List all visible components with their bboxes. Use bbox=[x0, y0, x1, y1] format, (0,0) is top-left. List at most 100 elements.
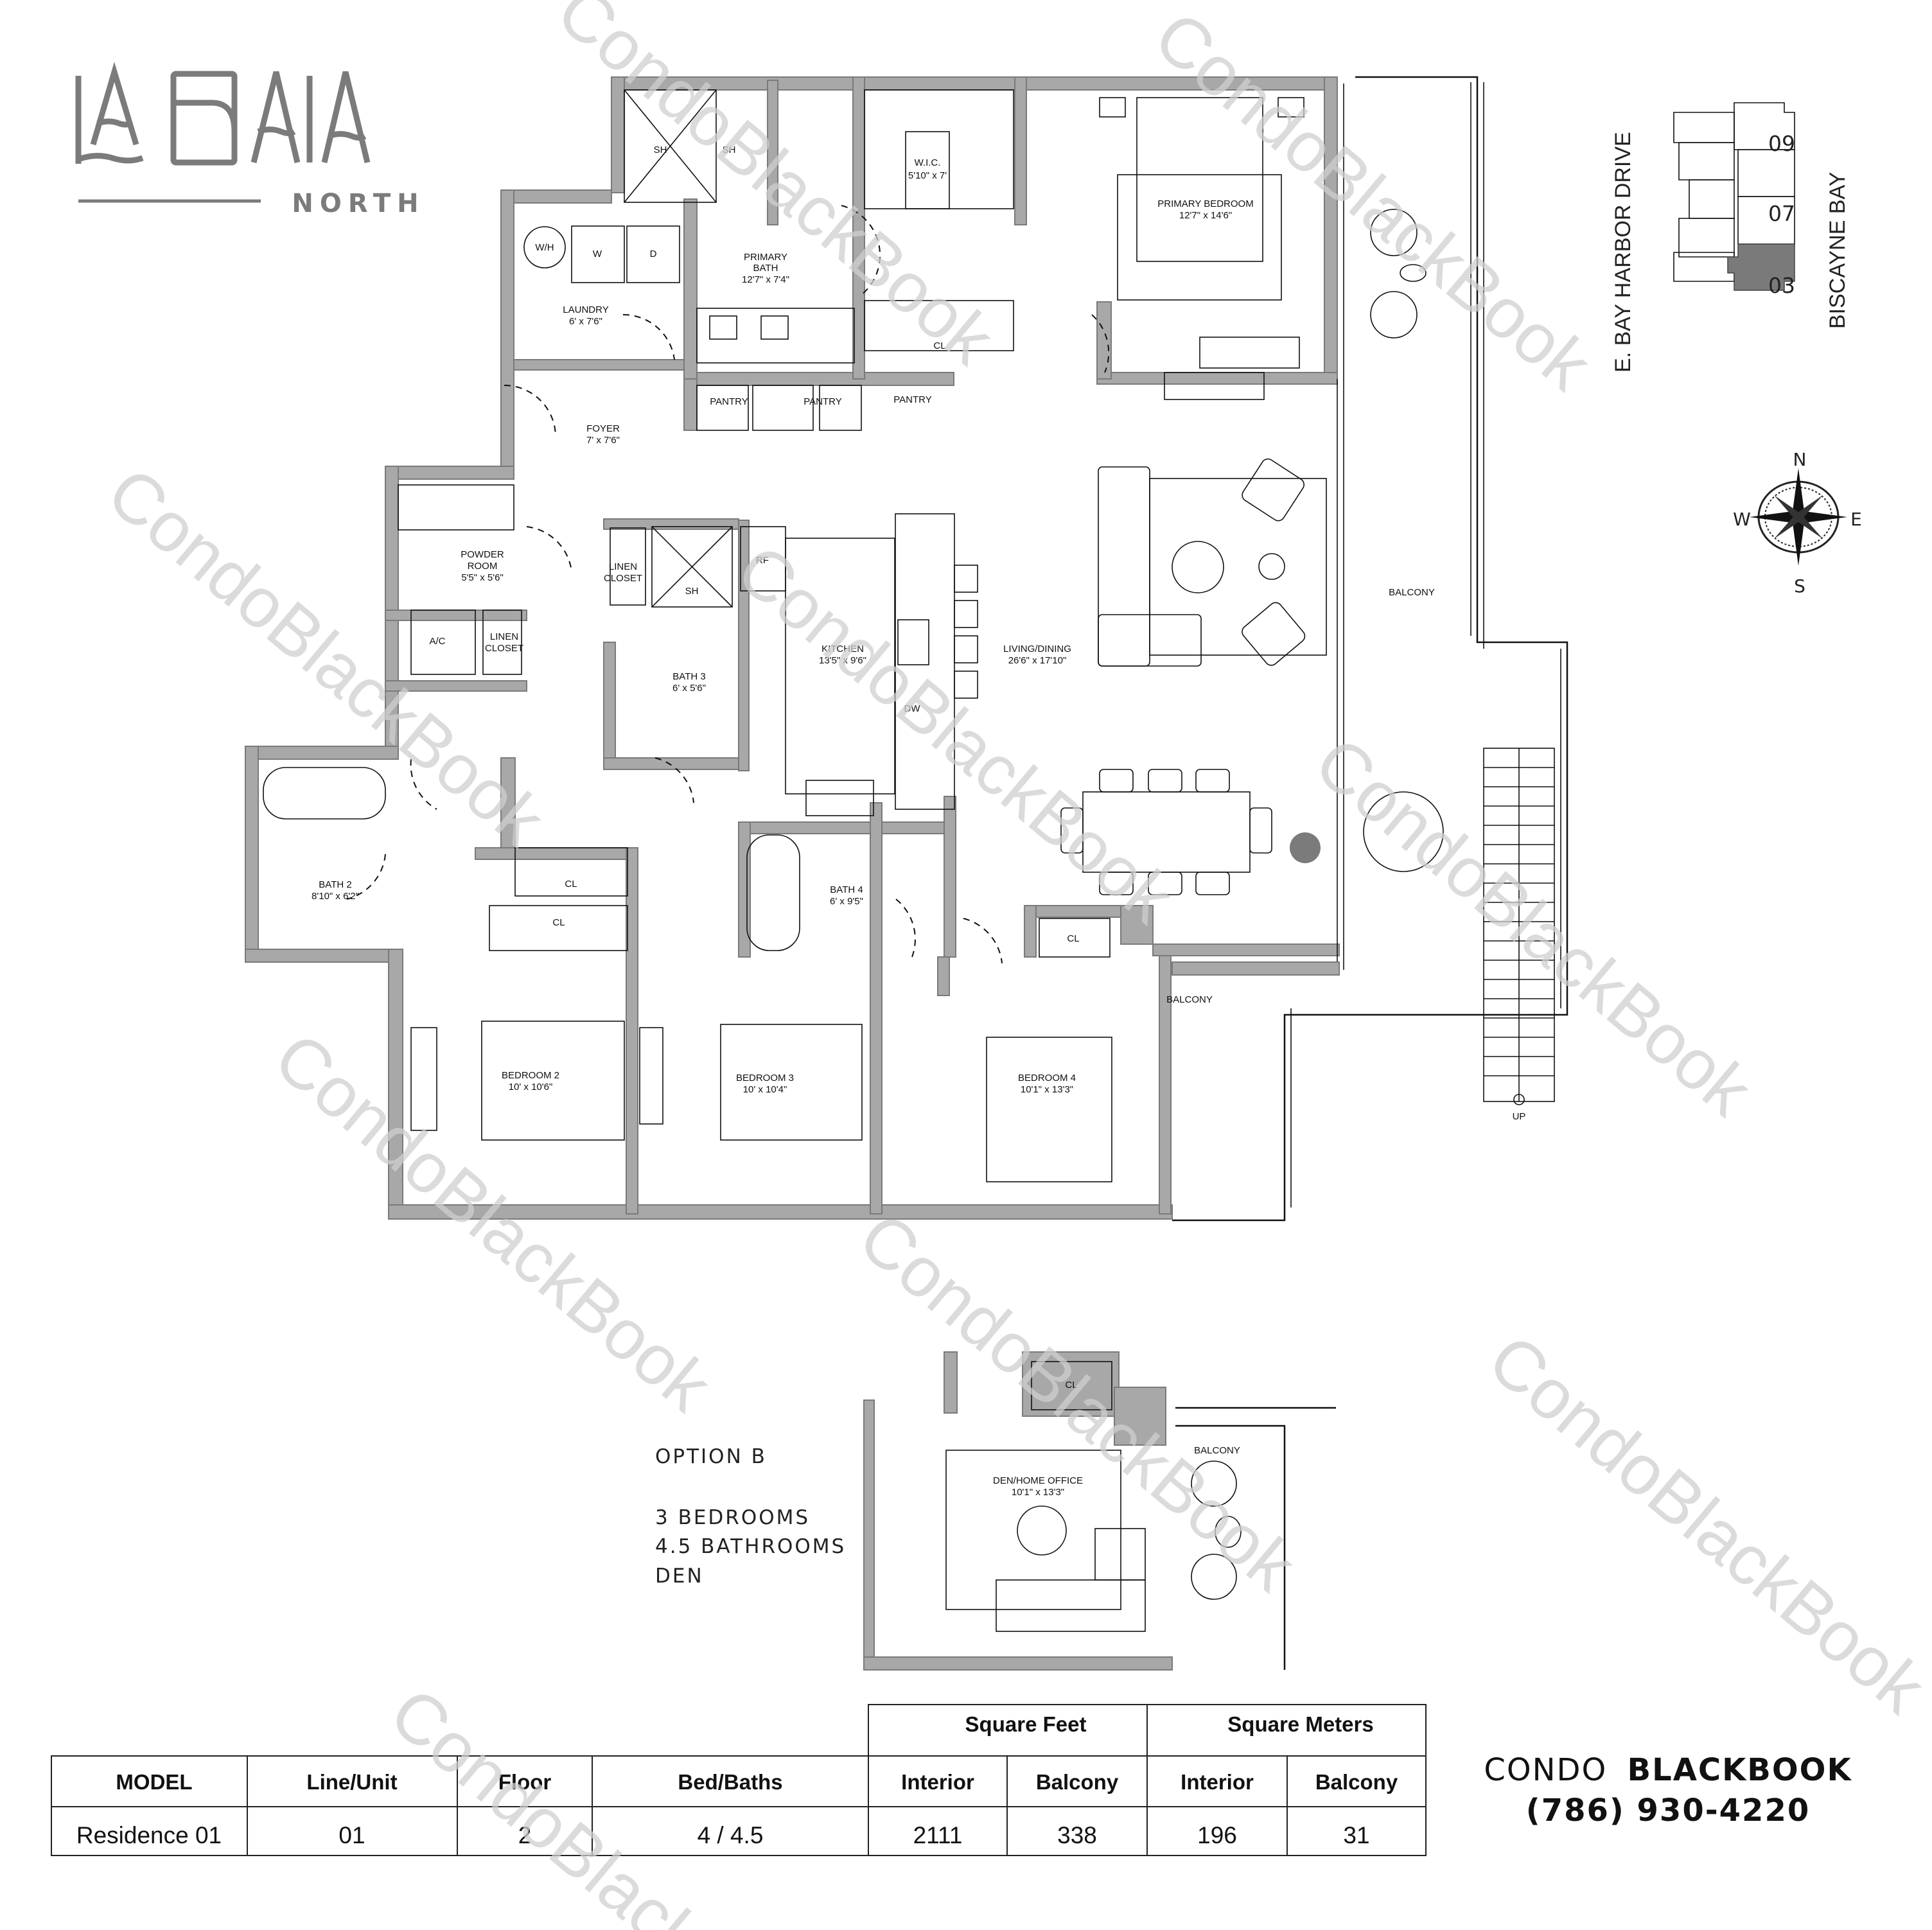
cell-sqft-interior: 2111 bbox=[913, 1822, 963, 1848]
site-key: E. BAY HARBOR DRIVE BISCAYNE BAY 09 07 0… bbox=[1611, 102, 1850, 373]
label-ac: A/C bbox=[429, 636, 445, 647]
unit-01: 01 bbox=[1766, 342, 1793, 367]
label-bedroom-3: BEDROOM 3 bbox=[736, 1073, 794, 1083]
label-linen-closet-2b: CLOSET bbox=[604, 573, 642, 584]
label-primary-bedroom-size: 12'7" x 14'6" bbox=[1179, 210, 1232, 221]
label-powder-room-2: ROOM bbox=[468, 561, 498, 572]
agency-name: CONDO bbox=[1484, 1752, 1607, 1788]
label-living-dining-size: 26'6" x 17'10" bbox=[1008, 655, 1067, 666]
label-primary-bath-size: 12'7" x 7'4" bbox=[742, 274, 789, 285]
option-b-plan: DEN/HOME OFFICE 10'1" x 13'3" CL BALCONY bbox=[863, 1351, 1336, 1671]
group-header-square-feet: Square Feet bbox=[965, 1712, 1087, 1736]
label-option-b-balcony: BALCONY bbox=[1194, 1445, 1240, 1456]
label-bath-2-size: 8'10" x 6'2" bbox=[312, 891, 359, 902]
label-shower-b: SH bbox=[723, 145, 736, 155]
header-sqm-interior: Interior bbox=[1181, 1770, 1254, 1794]
cell-sqm-interior: 196 bbox=[1197, 1822, 1237, 1848]
option-b-notes: OPTION B 3 BEDROOMS 4.5 BATHROOMS DEN bbox=[655, 1445, 846, 1588]
label-linen-closet-1b: CLOSET bbox=[485, 643, 523, 654]
unit-09: 09 bbox=[1768, 131, 1795, 156]
option-b-line3: DEN bbox=[655, 1565, 704, 1588]
header-sqft-interior: Interior bbox=[901, 1770, 974, 1794]
compass-e: E bbox=[1850, 509, 1862, 530]
agency-branding: CONDO BLACKBOOK (786) 930-4220 bbox=[1484, 1752, 1852, 1829]
unit-07: 07 bbox=[1768, 201, 1795, 226]
compass-w: W bbox=[1733, 509, 1751, 530]
agency-name-bold: BLACKBOOK bbox=[1628, 1752, 1852, 1788]
option-b-line1: 3 BEDROOMS bbox=[655, 1506, 810, 1529]
cell-model: Residence 01 bbox=[76, 1822, 222, 1848]
label-bedroom-4-size: 10'1" x 13'3" bbox=[1021, 1084, 1073, 1095]
cell-sqm-balcony: 31 bbox=[1343, 1822, 1369, 1848]
label-linen-closet-2: LINEN bbox=[609, 561, 637, 572]
agency-phone[interactable]: (786) 930-4220 bbox=[1526, 1793, 1811, 1829]
label-bath-4: BATH 4 bbox=[830, 884, 863, 895]
label-bath-2: BATH 2 bbox=[319, 879, 351, 890]
label-primary-bath: PRIMARY bbox=[744, 252, 787, 263]
option-b-line2: 4.5 BATHROOMS bbox=[655, 1535, 846, 1558]
compass-rose-icon bbox=[1750, 468, 1847, 566]
label-closet-b2a: CL bbox=[565, 879, 577, 890]
label-bedroom-2: BEDROOM 2 bbox=[502, 1070, 559, 1081]
watermark: CondoBlackBook bbox=[260, 1017, 726, 1426]
watermark: CondoBlackBook bbox=[1301, 722, 1767, 1131]
main-floor-plan bbox=[245, 76, 1568, 1222]
header-sqm-balcony: Balcony bbox=[1315, 1770, 1398, 1794]
label-foyer-size: 7' x 7'6" bbox=[586, 435, 620, 446]
label-foyer: FOYER bbox=[586, 423, 620, 434]
label-bedroom-3-size: 10' x 10'4" bbox=[743, 1084, 787, 1095]
label-living-dining: LIVING/DINING bbox=[1003, 644, 1071, 654]
label-den-size: 10'1" x 13'3" bbox=[1012, 1487, 1064, 1498]
label-powder-room-size: 5'5" x 5'6" bbox=[461, 572, 504, 583]
label-closet-b4: CL bbox=[1067, 933, 1079, 944]
group-header-square-meters: Square Meters bbox=[1227, 1712, 1373, 1736]
room-labels: SH SH W.I.C. 5'10" x 7' PRIMARY BEDROOM … bbox=[312, 145, 1525, 1122]
cell-sqft-balcony: 338 bbox=[1057, 1822, 1097, 1848]
label-wic: W.I.C. bbox=[915, 157, 941, 168]
watermarks: CondoBlackBook CondoBlackBook CondoBlack… bbox=[93, 0, 1932, 1930]
stairs bbox=[1483, 748, 1555, 1105]
label-bedroom-2-size: 10' x 10'6" bbox=[509, 1082, 553, 1092]
label-refrigerator: RF bbox=[756, 555, 769, 566]
label-water-heater: W/H bbox=[535, 242, 554, 253]
label-den-closet: CL bbox=[1065, 1380, 1077, 1390]
watermark: CondoBlackBook bbox=[1474, 1319, 1932, 1728]
label-bedroom-4: BEDROOM 4 bbox=[1018, 1073, 1076, 1083]
compass-s: S bbox=[1794, 575, 1805, 597]
label-shower-bath3: SH bbox=[685, 586, 699, 597]
label-closet-b2b: CL bbox=[552, 917, 565, 928]
label-linen-closet-1: LINEN bbox=[490, 631, 518, 642]
label-pantry-3: PANTRY bbox=[893, 394, 931, 405]
label-dishwasher: DW bbox=[904, 703, 921, 714]
label-dryer: D bbox=[650, 249, 657, 259]
label-kitchen: KITCHEN bbox=[821, 644, 864, 654]
label-shower-a: SH bbox=[654, 145, 667, 155]
cell-bed-baths: 4 / 4.5 bbox=[698, 1822, 764, 1848]
header-model: MODEL bbox=[116, 1770, 192, 1794]
bay-label: BISCAYNE BAY bbox=[1825, 172, 1850, 329]
street-label: E. BAY HARBOR DRIVE bbox=[1611, 132, 1635, 373]
label-powder-room: POWDER bbox=[461, 549, 504, 560]
label-stair-up: UP bbox=[1513, 1111, 1526, 1122]
highlighted-unit-01 bbox=[1727, 243, 1795, 291]
label-bath-3-size: 6' x 5'6" bbox=[672, 683, 706, 694]
cell-line-unit: 01 bbox=[338, 1822, 365, 1848]
header-line-unit: Line/Unit bbox=[306, 1770, 397, 1794]
header-bed-baths: Bed/Baths bbox=[678, 1770, 782, 1794]
label-den: DEN/HOME OFFICE bbox=[993, 1475, 1083, 1486]
watermark: CondoBlackBook bbox=[376, 1672, 842, 1930]
label-washer: W bbox=[593, 249, 602, 259]
option-b-title: OPTION B bbox=[655, 1445, 767, 1468]
header-floor: Floor bbox=[498, 1770, 552, 1794]
svg-text:CONDO BLACKBOOK: CONDO BLACKBOOK bbox=[1484, 1752, 1852, 1788]
label-laundry: LAUNDRY bbox=[563, 304, 608, 315]
header-sqft-balcony: Balcony bbox=[1036, 1770, 1119, 1794]
label-balcony-small: BALCONY bbox=[1166, 994, 1213, 1005]
label-balcony-main: BALCONY bbox=[1389, 587, 1435, 598]
watermark: CondoBlackBook bbox=[93, 452, 559, 861]
label-pantry-2: PANTRY bbox=[804, 396, 841, 407]
label-kitchen-size: 13'5" x 9'6" bbox=[819, 655, 866, 666]
label-primary-bath-2: BATH bbox=[753, 263, 778, 274]
logo-north-text: NORTH bbox=[292, 189, 425, 218]
